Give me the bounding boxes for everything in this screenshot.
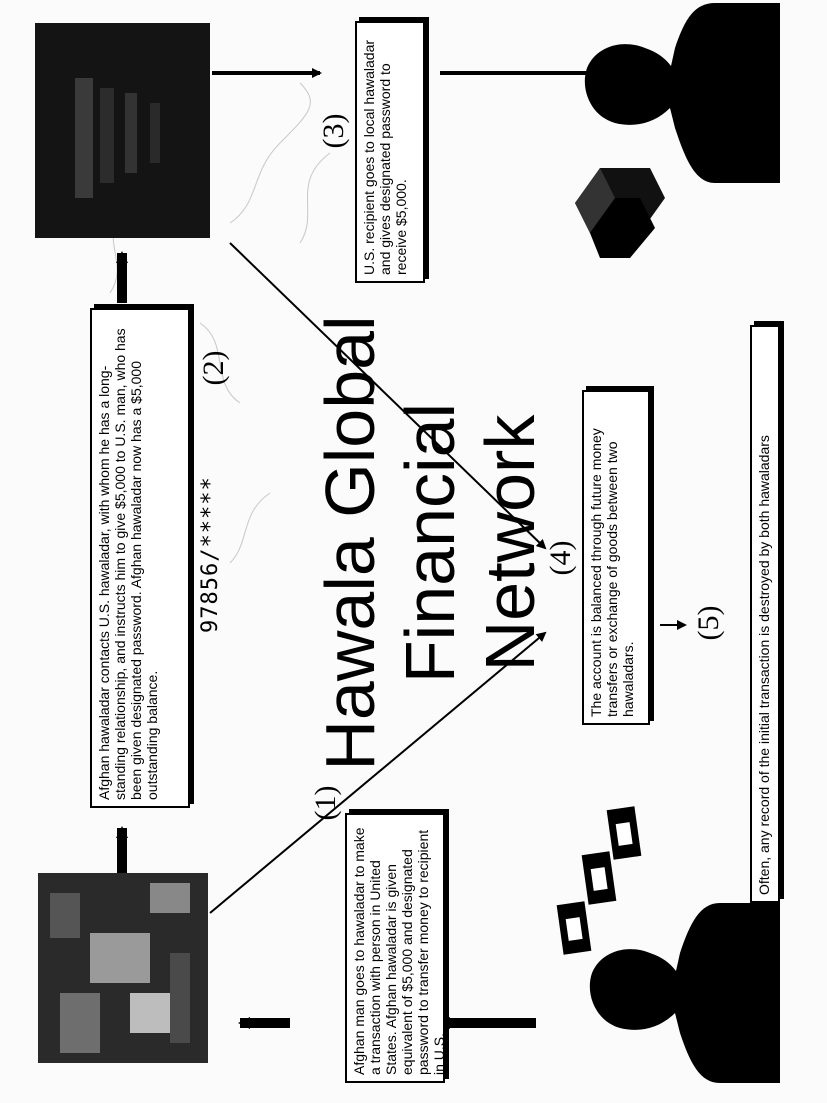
page-title: Hawala Global Financial Network xyxy=(310,283,550,803)
step-3-box: U.S. recipient goes to local hawaladar a… xyxy=(355,21,425,283)
step-4-box: The account is balanced through future m… xyxy=(582,390,650,725)
step-4-text: The account is balanced through future m… xyxy=(588,428,636,717)
us-hawaladar-photo xyxy=(35,23,210,238)
arrow-us-to-step4 xyxy=(229,242,547,550)
step-3-text: U.S. recipient goes to local hawaladar a… xyxy=(361,39,409,275)
step-5-box: Often, any record of the initial transac… xyxy=(750,325,780,903)
us-recipient-silhouette-icon xyxy=(584,3,780,183)
cash-bundle-icon xyxy=(575,168,665,258)
step-5-number: (5) xyxy=(692,605,725,641)
step-5-text: Often, any record of the initial transac… xyxy=(756,435,772,895)
arrow-afghan-to-step4 xyxy=(209,631,547,914)
afghan-man-silhouette-icon xyxy=(589,903,780,1083)
step-1-text: Afghan man goes to hawaladar to make a t… xyxy=(351,827,447,1076)
title-line-3: Network xyxy=(471,414,549,672)
title-line-1: Hawala Global xyxy=(311,315,389,771)
afghan-hawaladar-photo xyxy=(38,873,208,1063)
step-2-box: Afghan hawaladar contacts U.S. hawaladar… xyxy=(90,308,190,808)
step-4-number: (4) xyxy=(544,540,577,576)
step-1-box: Afghan man goes to hawaladar to make a t… xyxy=(345,813,447,1083)
step-2-text: Afghan hawaladar contacts U.S. hawaladar… xyxy=(96,328,160,800)
background-sketch xyxy=(109,82,331,564)
currency-notes-icon xyxy=(556,806,642,955)
title-line-2: Financial xyxy=(391,402,469,684)
step-2-number: (2) xyxy=(197,350,230,386)
step-3-number: (3) xyxy=(317,113,350,149)
password-code: 97856/***** xyxy=(198,476,223,633)
